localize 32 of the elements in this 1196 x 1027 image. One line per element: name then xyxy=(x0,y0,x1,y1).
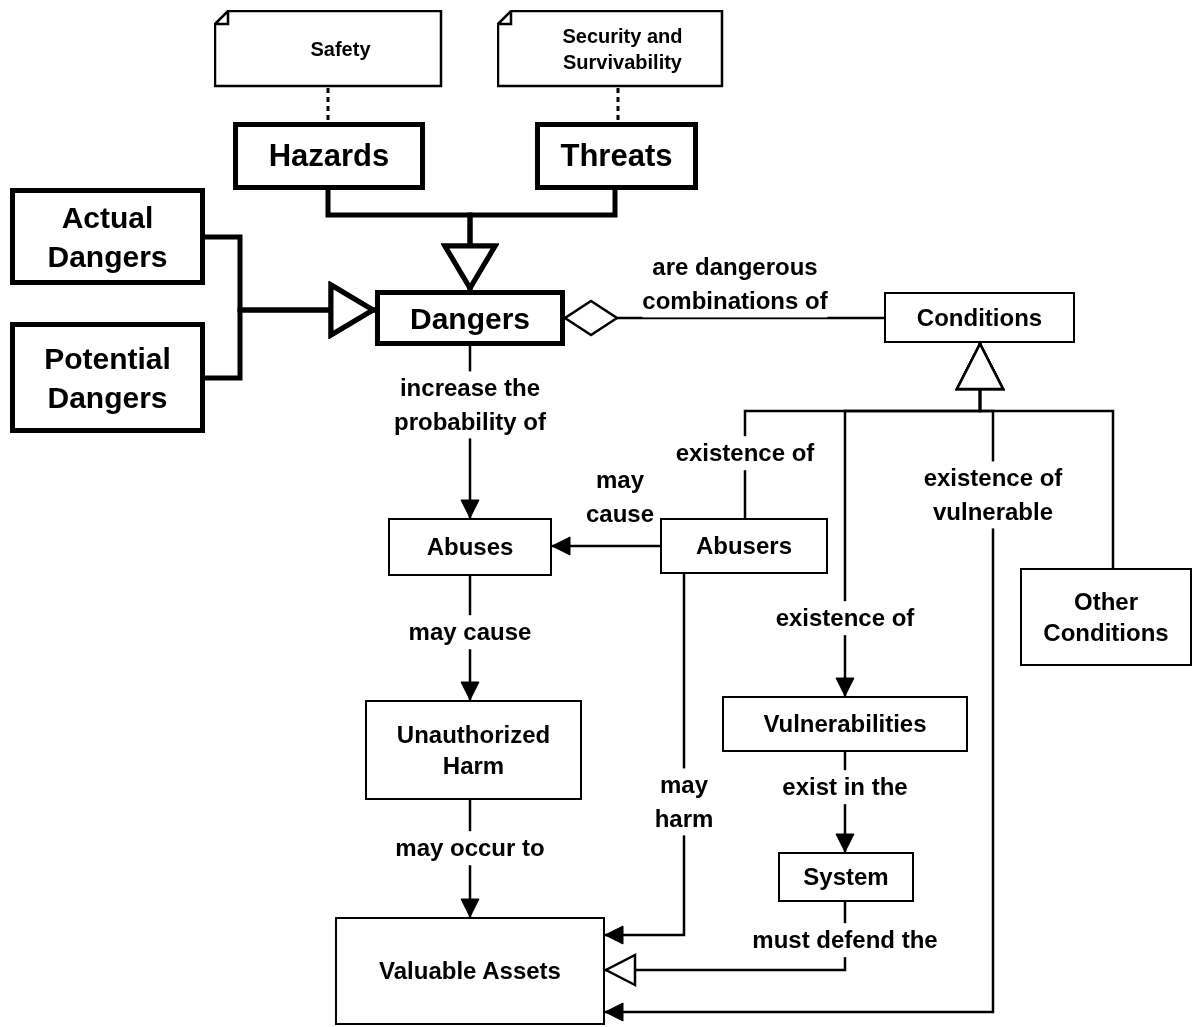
class-box: Other Conditions xyxy=(1020,568,1192,666)
edge-label: exist in the xyxy=(782,770,908,804)
arrow xyxy=(442,190,618,291)
class-box: Actual Dangers xyxy=(10,188,205,285)
class-box: Abusers xyxy=(660,518,828,574)
edge-label: must defend the xyxy=(752,923,938,957)
edge-label: may harm xyxy=(654,768,714,836)
edge-label: existence of xyxy=(775,601,915,635)
note-box: Safety xyxy=(214,10,443,88)
arrow xyxy=(604,902,847,987)
class-box: Vulnerabilities xyxy=(722,696,968,752)
class-box: Potential Dangers xyxy=(10,322,205,433)
class-box: Threats xyxy=(535,122,698,190)
edge-label: may cause xyxy=(408,615,532,649)
class-box: Valuable Assets xyxy=(335,917,605,1025)
connector-line xyxy=(616,88,620,122)
class-box: Abuses xyxy=(388,518,552,576)
arrow xyxy=(955,342,1115,568)
note-box: Security and Survivability xyxy=(497,10,724,88)
association-line xyxy=(563,299,884,337)
class-box: Unauthorized Harm xyxy=(365,700,582,800)
connector-line xyxy=(326,88,330,122)
class-box: System xyxy=(778,852,914,902)
class-box: Conditions xyxy=(884,292,1075,343)
edge-label: existence of vulnerable xyxy=(923,461,1063,529)
edge-label: existence of xyxy=(675,436,815,470)
class-box: Dangers xyxy=(375,290,565,346)
arrow xyxy=(205,282,376,381)
class-box: Hazards xyxy=(233,122,425,190)
edge-label: may occur to xyxy=(395,831,545,865)
edge-label: increase the probability of xyxy=(394,371,546,439)
arrow xyxy=(551,536,660,556)
